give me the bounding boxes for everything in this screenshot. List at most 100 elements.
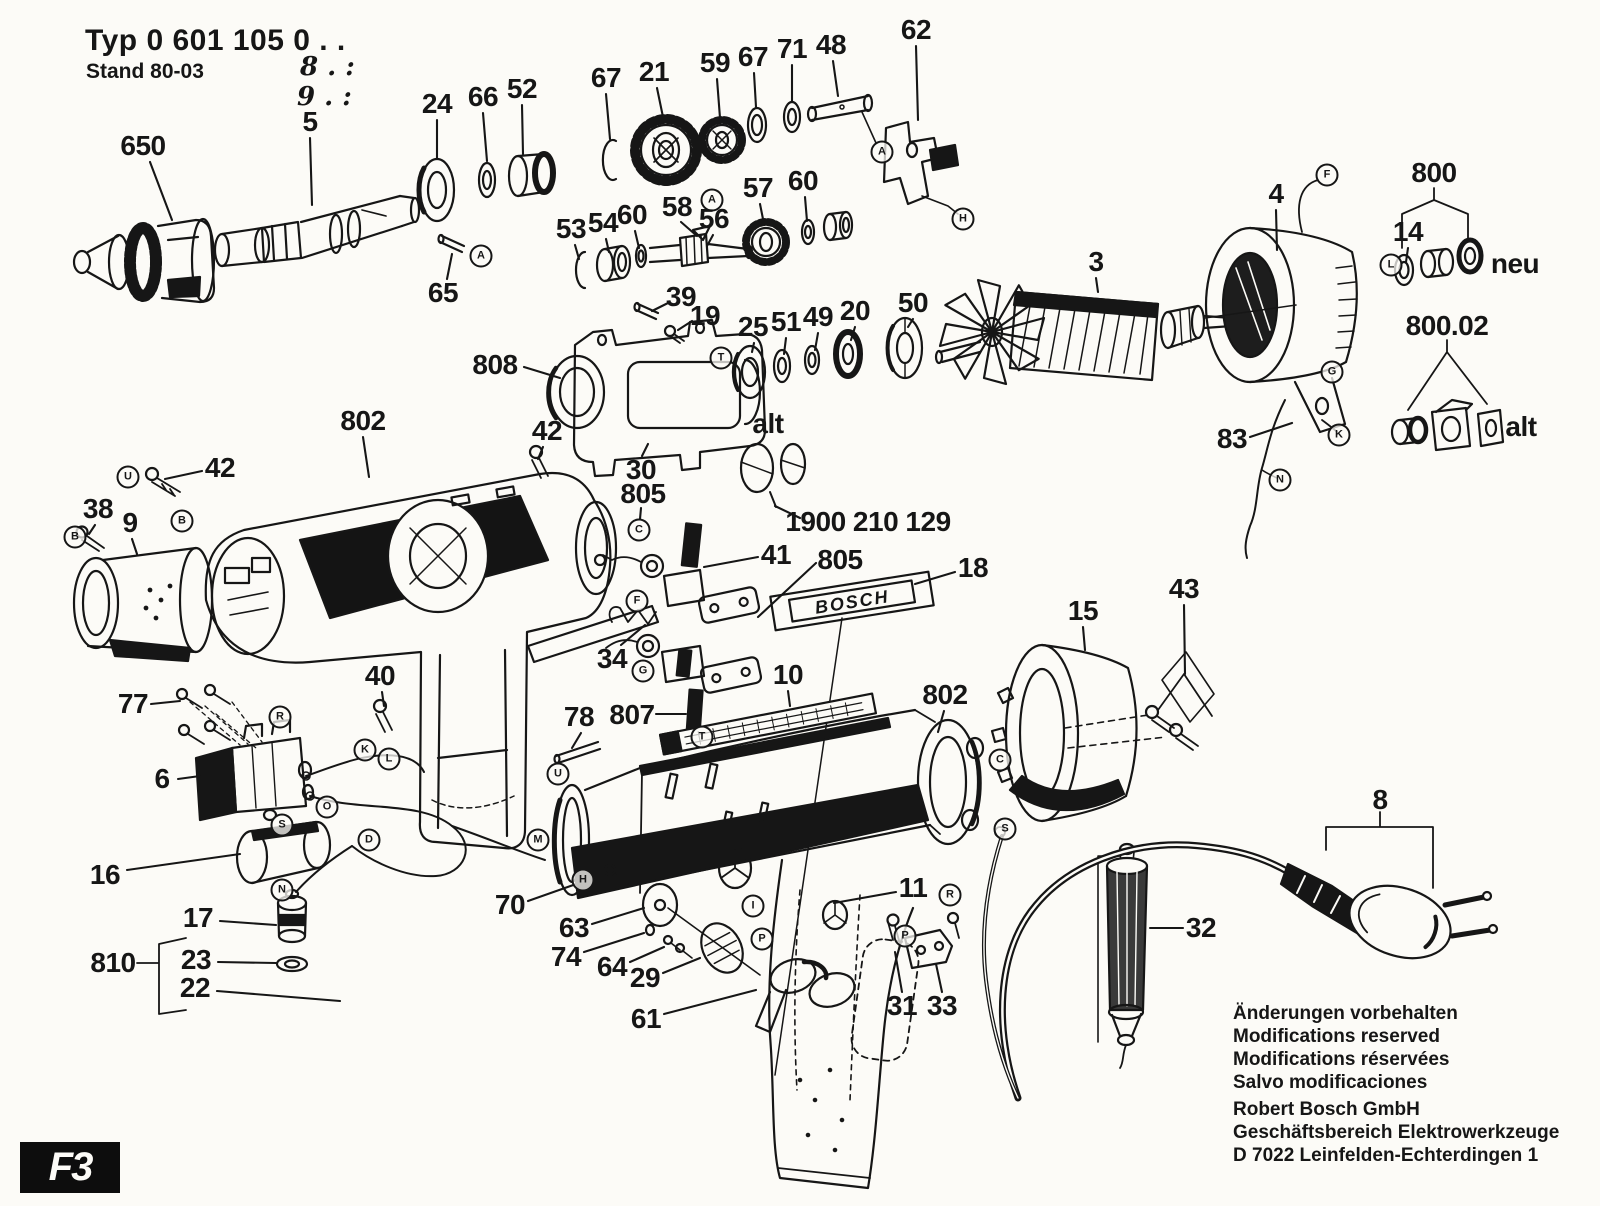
ref-marker-r-14: R: [268, 705, 292, 729]
leader-line-6: [176, 774, 202, 781]
stator-4: [1204, 179, 1358, 434]
part-label-4: 4: [1268, 178, 1284, 209]
part-label-14: 14: [1392, 216, 1424, 247]
leader-line-9: [130, 537, 139, 556]
leader-line-805a: [638, 506, 643, 521]
leader-line-18: [913, 570, 957, 586]
leader-line-52: [520, 103, 525, 156]
part-label-39: 39: [665, 281, 697, 312]
washer-67b: [746, 106, 768, 144]
ref-marker-p-28: P: [750, 927, 774, 951]
part-label-32: 32: [1185, 912, 1217, 943]
circlip-67a: [601, 138, 618, 182]
leader-line-66: [481, 111, 489, 163]
part-label-30: 30: [625, 454, 657, 485]
ref-marker-t-8: T: [709, 346, 733, 370]
leader-line-64: [628, 945, 666, 964]
leader-line-77: [149, 699, 182, 706]
part-label-650: 650: [120, 130, 166, 161]
ref-marker-o-17: O: [315, 795, 339, 819]
bushing-54: [595, 244, 632, 283]
legal-line: Salvo modificaciones: [1233, 1072, 1428, 1093]
part-label-1900: 1900 210 129: [785, 506, 951, 537]
gear-57: [742, 218, 790, 266]
leader-line-56: [705, 233, 715, 248]
part-label-70: 70: [494, 889, 526, 920]
leader-line-33: [934, 962, 944, 994]
leader-line-51: [782, 336, 788, 356]
company-line: D 7022 Leinfelden-Echterdingen 1: [1233, 1145, 1539, 1166]
leader-line-808: [522, 365, 562, 380]
part-label-42b: 42: [531, 415, 563, 446]
leader-line-4: [1274, 208, 1279, 252]
part-label-802b: 802: [922, 679, 968, 710]
legal-line: Änderungen vorbehalten: [1233, 1003, 1458, 1024]
leader-line-78: [570, 731, 583, 750]
leader-line-43: [1182, 603, 1187, 676]
legal-line: Modifications reserved: [1233, 1026, 1440, 1047]
part-label-22: 22: [179, 972, 211, 1003]
pin-39: [633, 301, 660, 321]
bearing-25: [731, 344, 767, 400]
ref-marker-n-13: N: [1268, 468, 1292, 492]
leader-line-11: [832, 890, 898, 905]
part-label-16: 16: [89, 859, 121, 890]
leader-line-23: [216, 960, 278, 965]
part-label-52: 52: [506, 73, 538, 104]
part-label-61: 61: [630, 1003, 662, 1034]
blank-plate: [526, 604, 660, 664]
part-label-810: 810: [90, 947, 136, 978]
part-label-800: 800: [1411, 157, 1457, 188]
part-label-15: 15: [1067, 595, 1099, 626]
part-label-64: 64: [596, 951, 628, 982]
leader-line-17: [218, 919, 278, 927]
ref-marker-b-6: B: [170, 509, 194, 533]
part-label-29: 29: [629, 962, 661, 993]
ring-60b: [800, 218, 816, 246]
ref-marker-s-18: S: [270, 813, 294, 837]
part-label-66: 66: [467, 81, 499, 112]
leader-line-61: [662, 988, 758, 1016]
part-label-34: 34: [596, 643, 628, 674]
leader-line-53: [573, 243, 581, 261]
axis-line: [1204, 304, 1297, 319]
type-number: Typ 0 601 105 0 . .: [85, 24, 346, 57]
bracket-810: [136, 937, 187, 1015]
washer-51: [772, 348, 792, 384]
leader-line-25: [750, 341, 756, 354]
leader-line-67b: [752, 71, 758, 109]
revision-date: Stand 80-03: [86, 60, 204, 83]
washer-66: [477, 161, 497, 199]
pin-65: [437, 233, 466, 254]
leader-line-65: [445, 252, 454, 281]
leader-line-38: [87, 523, 97, 536]
part-label-24: 24: [421, 88, 453, 119]
part-label-42a: 42: [204, 452, 236, 483]
motor-housing-802: [551, 708, 985, 1190]
leader-line-54: [604, 237, 611, 254]
ref-marker-s-32: S: [993, 817, 1017, 841]
leader-line-62: [914, 44, 920, 122]
leader-line-49: [813, 331, 820, 352]
part-label-3: 3: [1088, 246, 1104, 277]
part-label-40: 40: [364, 660, 396, 691]
leader-line-20: [849, 325, 857, 342]
bearing-20: [833, 329, 863, 379]
leader-line-42a: [163, 469, 204, 481]
part-label-10: 10: [772, 659, 804, 690]
leader-line-29: [661, 956, 702, 975]
leader-line-48: [831, 59, 840, 98]
part-label-802a: 802: [340, 405, 386, 436]
leader-line-802a: [361, 435, 371, 479]
part-label-53: 53: [555, 213, 587, 244]
washer-60a: [634, 243, 648, 269]
part-label-67b: 67: [737, 41, 769, 72]
part-label-18: 18: [957, 552, 989, 583]
screws-43: [1144, 651, 1215, 751]
ref-marker-n-20: N: [270, 878, 294, 902]
leader-line-41: [702, 555, 760, 569]
variant-note-9: 9 . :: [297, 82, 352, 112]
part-label-31: 31: [886, 990, 918, 1021]
leader-line-42b: [536, 445, 545, 461]
